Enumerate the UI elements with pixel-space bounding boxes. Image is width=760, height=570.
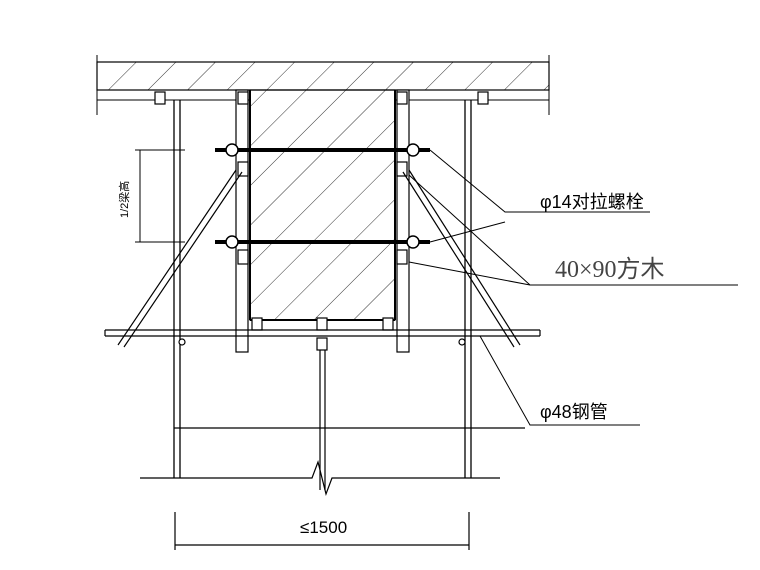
leader-lines bbox=[408, 149, 738, 426]
horizontal-bearer bbox=[104, 329, 541, 346]
tie-bolts bbox=[215, 143, 430, 249]
floor-slab bbox=[96, 55, 550, 115]
diagonal-braces bbox=[117, 169, 521, 348]
timber-blocks bbox=[154, 91, 489, 351]
center-support bbox=[319, 350, 326, 490]
half-height-label: 1/2梁高 bbox=[117, 181, 131, 218]
span-dimension bbox=[174, 512, 470, 550]
tie-bolt-label: φ14对拉螺栓 bbox=[540, 192, 644, 212]
concrete-beam bbox=[249, 89, 396, 321]
vertical-poles bbox=[173, 100, 472, 478]
steel-pipe-label: φ48钢管 bbox=[540, 402, 608, 422]
ground-line bbox=[140, 459, 500, 497]
span-label: ≤1500 bbox=[300, 518, 347, 537]
side-formwork bbox=[235, 89, 410, 353]
timber-label: 40×90方木 bbox=[555, 256, 665, 283]
half-height-dimension bbox=[135, 149, 185, 243]
